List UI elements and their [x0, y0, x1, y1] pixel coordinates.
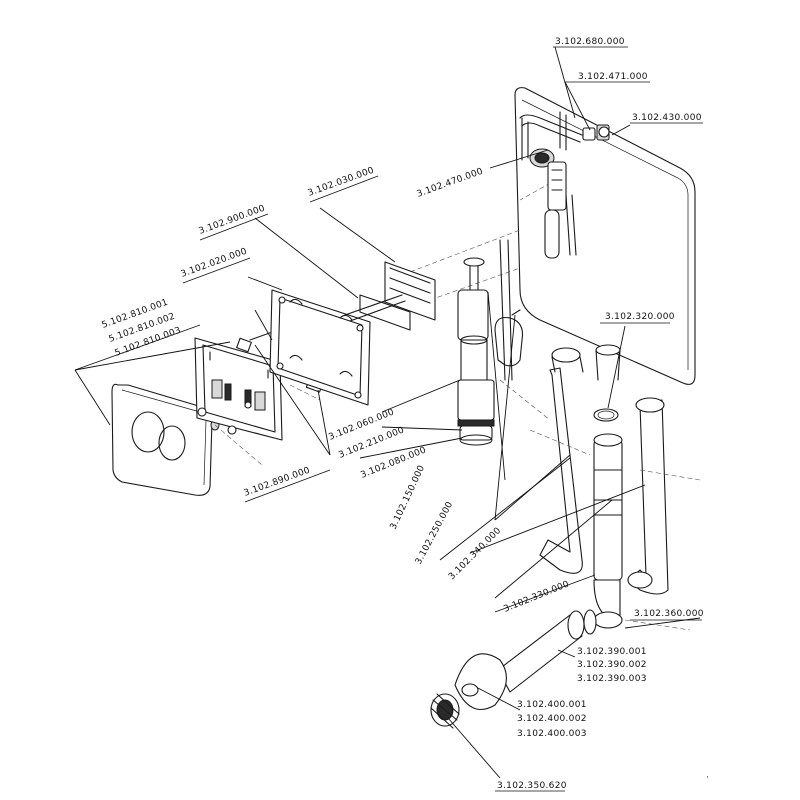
flush-pipe-set	[539, 344, 669, 629]
lbl-3102390001: 3.102.390.001	[577, 647, 647, 657]
lbl-3102400002: 3.102.400.002	[517, 714, 587, 724]
mounting-plate	[269, 289, 371, 406]
lbl-3102400001: 3.102.400.001	[517, 700, 587, 710]
lbl-3102390003: 3.102.390.003	[577, 674, 647, 684]
lbl-3102360000: 3.102.360.000	[634, 609, 704, 619]
lbl-3102390002: 3.102.390.002	[577, 660, 647, 670]
lbl-3102030000: 3.102.030.000	[307, 166, 376, 199]
guide-bracket	[344, 261, 436, 331]
lbl-3102320000: 3.102.320.000	[605, 312, 675, 322]
lbl-3102430000: 3.102.430.000	[632, 113, 702, 123]
lbl-3102400003: 3.102.400.003	[517, 729, 587, 739]
leader-lines	[74, 46, 701, 779]
lbl-3102680000: 3.102.680.000	[555, 37, 625, 47]
lbl-3102350620: 3.102.350.620	[497, 781, 567, 791]
lbl-3102890000: 3.102.890.000	[243, 466, 312, 499]
lbl-3102471000: 3.102.471.000	[578, 72, 648, 82]
lbl-3102900000: 3.102.900.000	[198, 204, 267, 237]
lbl-3102150000: 3.102.150.000	[389, 464, 428, 531]
button-frame	[194, 337, 283, 441]
flush-valve	[457, 239, 524, 446]
lbl-3102470000: 3.102.470.000	[416, 167, 485, 200]
lbl-3102250000: 3.102.250.000	[414, 500, 456, 566]
lbl-3102020000: 3.102.020.000	[180, 247, 249, 280]
page-mark: ·	[706, 773, 709, 783]
outlet-assembly	[430, 609, 597, 729]
lbl-3102340000: 3.102.340.000	[447, 526, 503, 582]
lbl-3102330000: 3.102.330.000	[502, 579, 570, 614]
